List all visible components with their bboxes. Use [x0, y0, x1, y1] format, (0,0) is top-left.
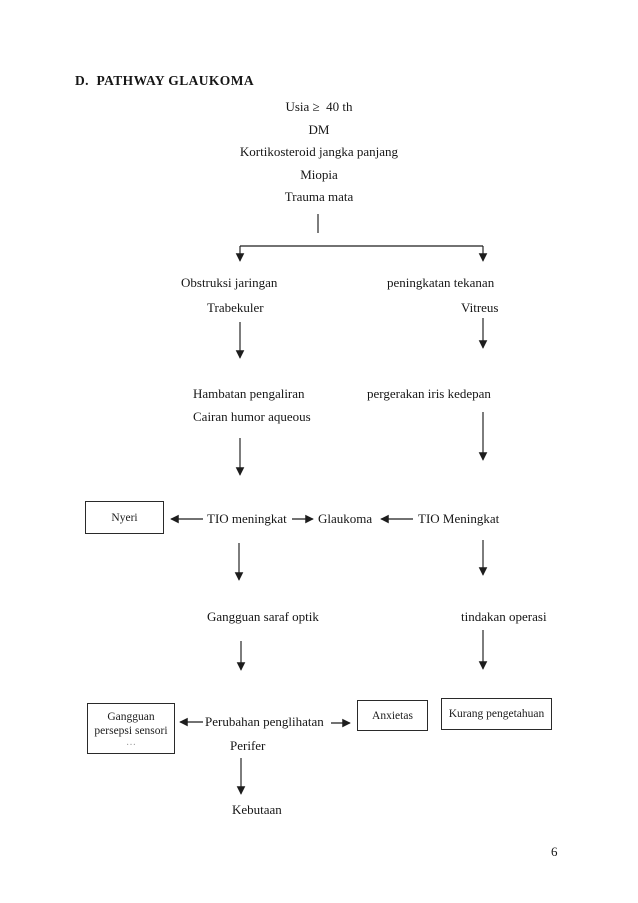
- nyeri-box: Nyeri: [85, 501, 164, 534]
- risk-factor-dm: DM: [308, 122, 330, 137]
- node-tio-meningkat-left: TIO meningkat: [207, 511, 287, 526]
- risk-factor-usia: Usia ≥ 40 th: [285, 99, 353, 114]
- node-peningkatan-line1: peningkatan tekanan: [387, 275, 495, 290]
- anxietas-box: Anxietas: [357, 700, 428, 731]
- node-perifer: Perifer: [230, 738, 266, 753]
- node-obstruksi-line1: Obstruksi jaringan: [181, 275, 278, 290]
- node-tio-meningkat-right: TIO Meningkat: [418, 511, 500, 526]
- node-peningkatan-line2: Vitreus: [461, 300, 499, 315]
- page-number: 6: [551, 844, 558, 859]
- anxietas-label: Anxietas: [372, 709, 413, 722]
- node-gangguan-saraf-optik: Gangguan saraf optik: [207, 609, 319, 624]
- risk-factor-miopia: Miopia: [300, 167, 338, 182]
- node-kebutaan: Kebutaan: [232, 802, 282, 817]
- node-perubahan-penglihatan: Perubahan penglihatan: [205, 714, 324, 729]
- risk-factor-trauma: Trauma mata: [284, 189, 354, 204]
- section-heading: D. PATHWAY GLAUKOMA: [75, 73, 255, 88]
- node-obstruksi-line2: Trabekuler: [207, 300, 264, 315]
- sensori-box-line2: persepsi sensori: [94, 724, 168, 737]
- nyeri-label: Nyeri: [111, 511, 138, 524]
- node-hambatan-line2: Cairan humor aqueous: [193, 409, 311, 424]
- kurang-pengetahuan-box: Kurang pengetahuan: [441, 698, 552, 730]
- sensori-box-line1: Gangguan: [107, 710, 155, 723]
- risk-factor-kortikosteroid: Kortikosteroid jangka panjang: [239, 144, 399, 159]
- node-iris-kedepan: pergerakan iris kedepan: [367, 386, 491, 401]
- node-glaukoma: Glaukoma: [318, 511, 373, 526]
- node-tindakan-operasi: tindakan operasi: [461, 609, 547, 624]
- node-hambatan-line1: Hambatan pengaliran: [193, 386, 305, 401]
- kurang-pengetahuan-label: Kurang pengetahuan: [448, 708, 545, 720]
- gangguan-persepsi-sensori-box: Gangguan persepsi sensori …: [87, 703, 175, 754]
- sensori-box-line3: …: [126, 736, 136, 748]
